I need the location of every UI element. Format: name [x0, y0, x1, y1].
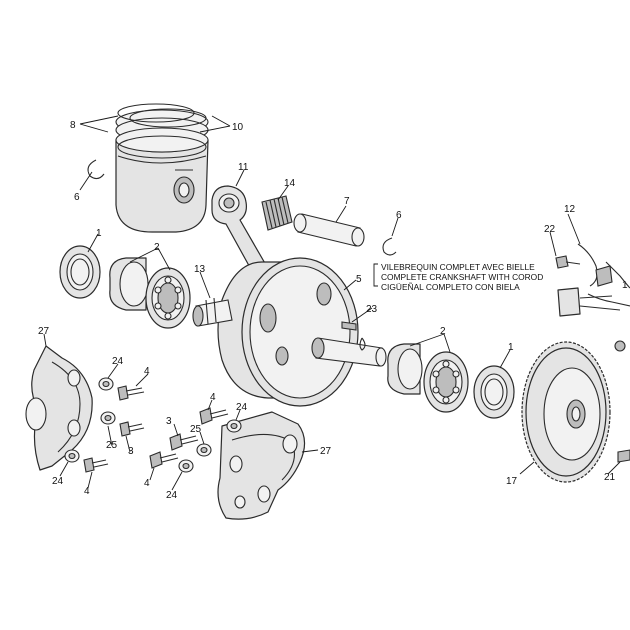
- callout-14: 14: [284, 178, 296, 189]
- ball-bearing-right: [423, 351, 469, 413]
- callout-2-right: 2: [440, 326, 446, 337]
- washers-and-bolts-right: [149, 407, 242, 473]
- key-23: [341, 321, 366, 351]
- crankshaft: [192, 257, 387, 407]
- callout-12: 12: [564, 204, 576, 215]
- oil-seal-right: [473, 365, 515, 419]
- callout-27-left: 27: [38, 326, 50, 337]
- piston-ring-10: [129, 108, 207, 128]
- callout-27-right: 27: [320, 446, 332, 457]
- callout-3-a: 3: [128, 446, 134, 457]
- connector: [557, 261, 630, 352]
- bearing-ring-right: [387, 343, 423, 395]
- ball-bearing-left: [145, 267, 191, 329]
- callout-4-d: 4: [144, 478, 150, 489]
- bolt-21: [617, 449, 630, 463]
- callout-25-a: 25: [106, 440, 118, 451]
- piston: [115, 109, 209, 233]
- callout-3-b: 3: [166, 416, 172, 427]
- callout-25-b: 25: [190, 424, 202, 435]
- callout-labels: 8 10 6 11 14 7 6 1 2 13 5 23 27 24 4 25 …: [38, 120, 628, 501]
- callout-13: 13: [194, 264, 206, 275]
- callout-24-a: 24: [112, 356, 124, 367]
- oil-seal-left: [59, 245, 101, 299]
- bolt-22: [555, 255, 581, 269]
- crankcase-half-left: [25, 345, 93, 471]
- callout-7: 7: [344, 196, 350, 207]
- callout-6-left: 6: [74, 192, 80, 203]
- bearing-ring-left: [109, 257, 149, 311]
- crankshaft-note: VILEBREQUIN COMPLET AVEC BIELLE COMPLETE…: [381, 262, 543, 292]
- callout-10: 10: [232, 122, 244, 133]
- note-line-en: COMPLETE CRANKSHAFT WITH COROD: [381, 272, 543, 282]
- note-line-fr: VILEBREQUIN COMPLET AVEC BIELLE: [381, 262, 535, 272]
- callout-4-c: 4: [84, 486, 90, 497]
- callout-17: 17: [506, 476, 518, 487]
- pickup-sensor-12: [577, 243, 630, 307]
- callout-6-right: 6: [396, 210, 402, 221]
- flywheel-gear: [521, 341, 611, 483]
- callout-4-b: 4: [210, 392, 216, 403]
- callout-22: 22: [544, 224, 556, 235]
- crankcase-half-right: [217, 411, 306, 520]
- callout-21: 21: [604, 472, 616, 483]
- callout-1-right: 1: [508, 342, 514, 353]
- note-line-es: CIGÜEÑAL COMPLETO CON BIELA: [381, 282, 520, 292]
- callout-5: 5: [356, 274, 362, 285]
- callout-23: 23: [366, 304, 378, 315]
- callout-8: 8: [70, 120, 76, 131]
- callout-24-c: 24: [52, 476, 64, 487]
- callout-24-b: 24: [236, 402, 248, 413]
- washers-and-bolts-left: [64, 377, 145, 473]
- piston-pin: [293, 213, 365, 247]
- circlip-right: [382, 237, 397, 256]
- needle-bearing-small-end: [261, 195, 293, 231]
- note-bracket: [373, 263, 378, 287]
- leader-lines: [43, 115, 621, 491]
- callout-24-d: 24: [166, 490, 178, 501]
- connecting-rod: [211, 185, 271, 283]
- piston-ring-8: [117, 103, 195, 123]
- callout-1-far-right: 1: [622, 280, 628, 291]
- callout-4-a: 4: [144, 366, 150, 377]
- callout-11: 11: [238, 162, 249, 173]
- circlip-left: [87, 159, 105, 180]
- callout-1-left: 1: [96, 228, 102, 239]
- callout-2-left: 2: [154, 242, 160, 253]
